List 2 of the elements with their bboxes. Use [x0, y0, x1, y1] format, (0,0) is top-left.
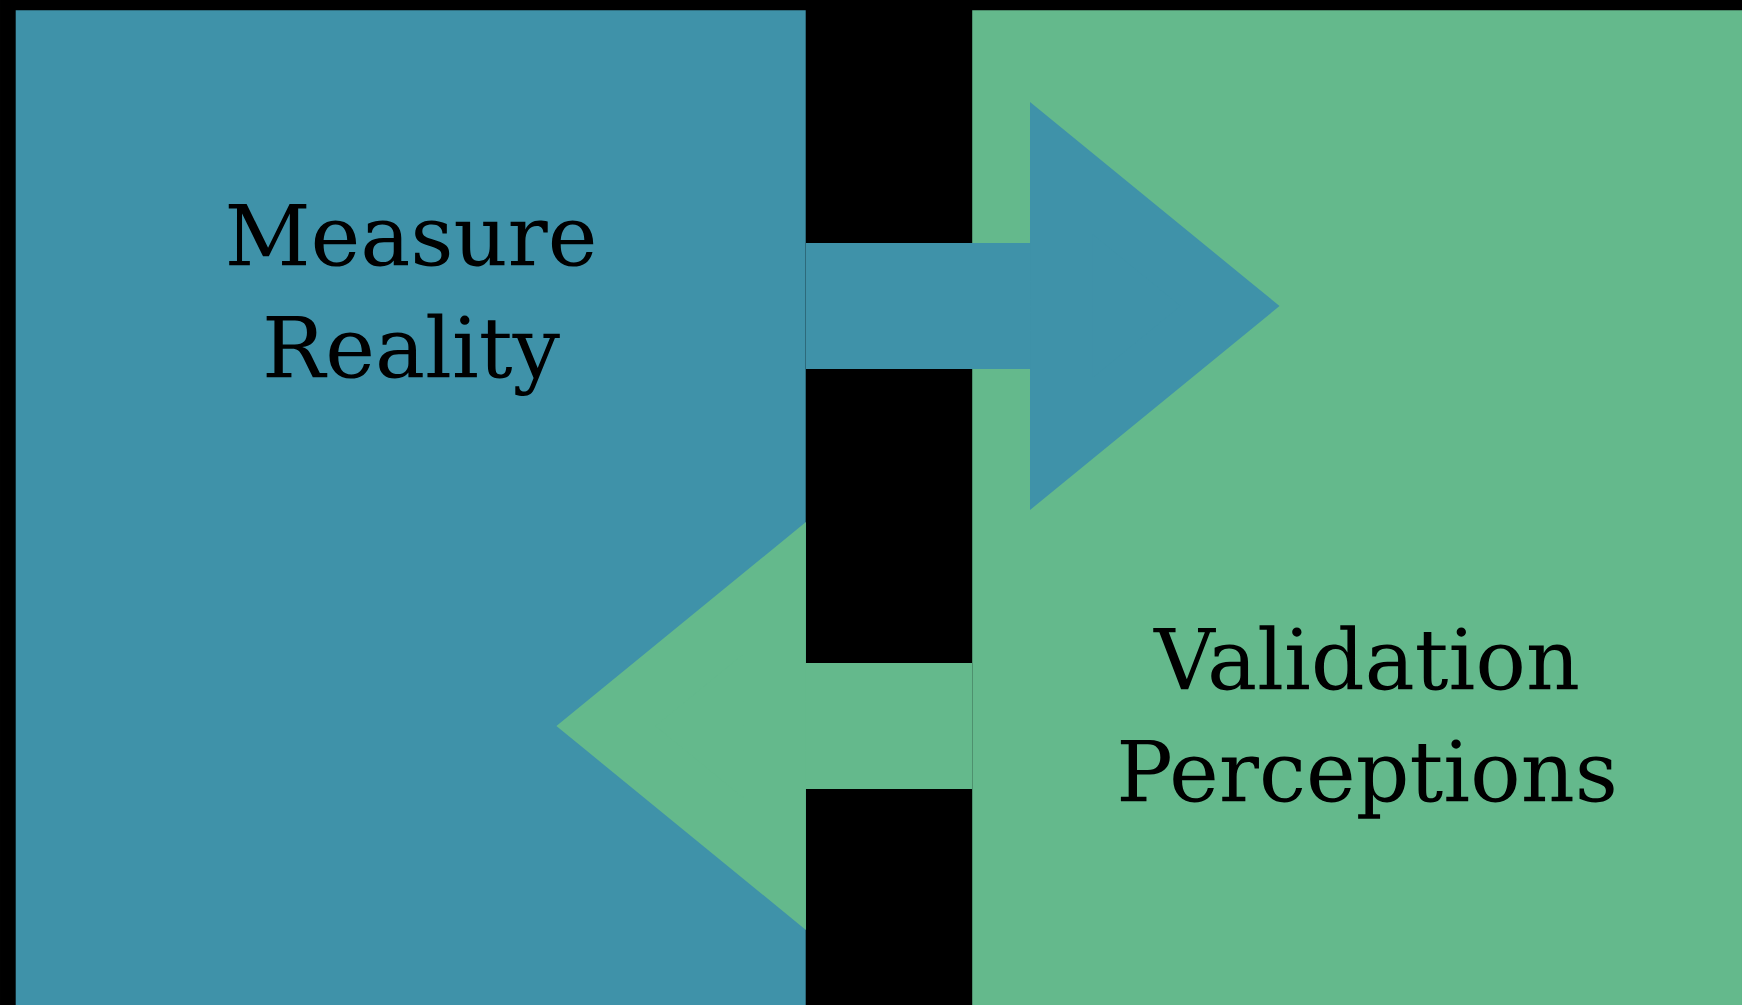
- panel-label: Validation Perceptions: [1120, 625, 1614, 819]
- panel-label: Measure Reality: [228, 204, 594, 396]
